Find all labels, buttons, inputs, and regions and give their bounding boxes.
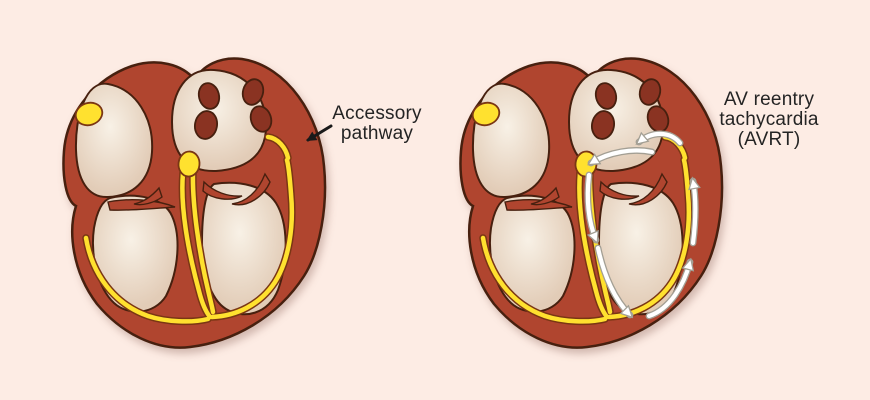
- arrow-freewall-upper: [693, 181, 695, 246]
- arrow-into-av-node: [591, 148, 655, 163]
- arrow-freewall-lower: [646, 262, 690, 319]
- heart-illustration-accessory: [64, 58, 326, 347]
- reentry-circuit-arrows: [584, 130, 695, 320]
- arrow-septum-lower: [595, 245, 630, 315]
- arrow-septum-upper: [585, 172, 596, 240]
- avrt-label: AV reentry tachycardia (AVRT): [719, 89, 819, 150]
- arrow-atrium-crossing: [639, 134, 683, 146]
- accessory-pathway-label: Accessory pathway: [332, 103, 422, 144]
- pointer-arrow: [306, 124, 333, 142]
